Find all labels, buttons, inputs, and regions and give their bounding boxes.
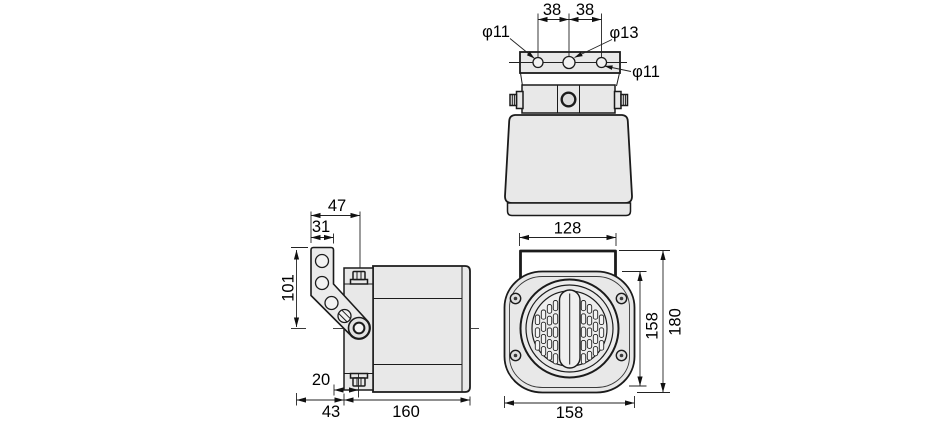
dim-label-bracket-height: 101: [280, 274, 298, 302]
dim-label-bracket-width: 31: [312, 218, 330, 236]
bracket-hole-slot-line: [341, 309, 351, 320]
right-bolt-top: [613, 90, 629, 110]
top-view-right-joint-line: [616, 72, 620, 87]
label-hole-left-diameter: φ11: [482, 23, 510, 41]
pivot-bolt-inner: [352, 321, 366, 335]
horn-body-side: [372, 265, 471, 393]
dim-label-hole-pitch-left: 38: [543, 1, 561, 19]
pivot-hole-top: [560, 91, 577, 108]
mount-hole-center: [562, 55, 576, 70]
dim-label-hole-pitch-right: 38: [576, 1, 594, 19]
label-hole-center-diameter: φ13: [609, 24, 638, 42]
bracket-hole-2: [314, 275, 330, 291]
bracket-front: [519, 249, 617, 284]
dim-label-body-length: 160: [392, 403, 420, 421]
front-view: 128 158 180 158: [503, 220, 685, 422]
bracket-hole-slot-line: [338, 313, 348, 323]
top-bolt-side: [349, 270, 369, 285]
bottom-bolt-side: [349, 372, 369, 387]
bracket-hole-4: [337, 308, 352, 324]
dim-label-rear-clearance: 43: [322, 403, 340, 421]
dim-label-face-height: 158: [644, 312, 662, 340]
grille-slots: [534, 300, 605, 365]
dim-label-bracket-top-depth: 47: [328, 197, 346, 215]
bracket-hole-3: [324, 295, 339, 311]
leader-phi11-right: [604, 65, 632, 72]
horn-face-inner-edge: [509, 276, 630, 388]
dim-label-bolt-offset: 20: [312, 371, 330, 389]
dim-label-bracket-span: 128: [554, 220, 582, 238]
dim-label-face-width: 158: [556, 404, 584, 422]
top-view: 38 38 φ11 φ13 φ11: [482, 1, 660, 217]
label-hole-right-diameter: φ11: [632, 63, 660, 81]
bracket-hole-1: [314, 253, 330, 269]
side-view: 47 31 101 20 43 160: [280, 197, 479, 421]
leader-phi13: [574, 39, 613, 58]
dim-label-overall-height: 180: [667, 308, 685, 336]
corner-screws: [509, 292, 628, 362]
top-view-left-joint-line: [520, 72, 523, 87]
horn-body-top: [504, 114, 633, 204]
left-bolt-top: [509, 90, 524, 110]
mount-hole-left: [532, 56, 544, 69]
mount-hole-right: [595, 56, 608, 69]
leader-phi11-left: [509, 38, 535, 59]
horn-rim-top: [506, 202, 632, 217]
